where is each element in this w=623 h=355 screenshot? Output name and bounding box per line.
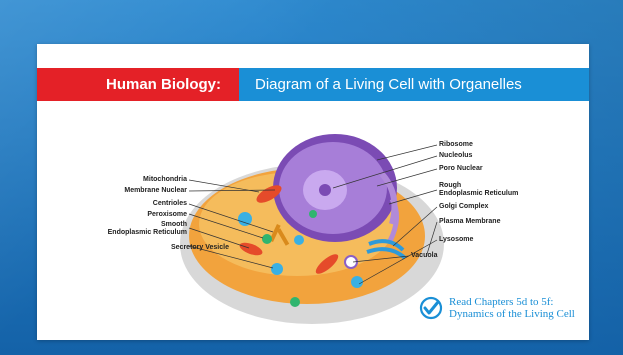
label-centrioles: Centrioles	[103, 200, 187, 208]
lysosome-1	[290, 297, 300, 307]
label-nucleolus: Nucleolus	[439, 152, 472, 160]
label-rough-er: Endoplasmic Reticulum	[439, 190, 518, 198]
label-rough: Rough	[439, 182, 461, 190]
header-subtitle: Diagram of a Living Cell with Organelles	[239, 68, 589, 101]
vesicle-2	[271, 263, 283, 275]
header-title: Human Biology:	[37, 68, 239, 101]
label-lysosome: Lysosome	[439, 236, 473, 244]
read-more[interactable]: Read Chapters 5d to 5f: Dynamics of the …	[419, 296, 575, 320]
header-banner: Human Biology: Diagram of a Living Cell …	[37, 68, 589, 101]
read-more-line2: Dynamics of the Living Cell	[449, 308, 575, 320]
label-secretory-vesicle: Secretory Vesicle	[129, 244, 229, 252]
label-ribosome: Ribosome	[439, 141, 473, 149]
read-more-line1: Read Chapters 5d to 5f:	[449, 296, 575, 308]
label-mitochondria: Mitochondria	[103, 176, 187, 184]
vesicle-4	[351, 276, 363, 288]
label-plasma-membrane: Plasma Membrane	[439, 218, 500, 226]
label-poro-nuclear: Poro Nuclear	[439, 165, 483, 173]
label-peroxisome: Peroxisome	[103, 211, 187, 219]
read-more-text[interactable]: Read Chapters 5d to 5f: Dynamics of the …	[449, 296, 575, 320]
vesicle-1	[238, 212, 252, 226]
vesicle-3	[294, 235, 304, 245]
nucleolus-core	[319, 184, 331, 196]
peroxisome-1	[262, 234, 272, 244]
label-vacuola: Vacuola	[411, 252, 437, 260]
label-smooth: Smooth	[87, 221, 187, 229]
checkmark-icon	[419, 296, 443, 320]
peroxisome-2	[309, 210, 317, 218]
label-membrane-nuclear: Membrane Nuclear	[103, 187, 187, 195]
label-smooth-er: Endoplasmic Reticulum	[77, 229, 187, 237]
label-golgi-complex: Golgi Complex	[439, 203, 488, 211]
content-card: Human Biology: Diagram of a Living Cell …	[37, 44, 589, 340]
